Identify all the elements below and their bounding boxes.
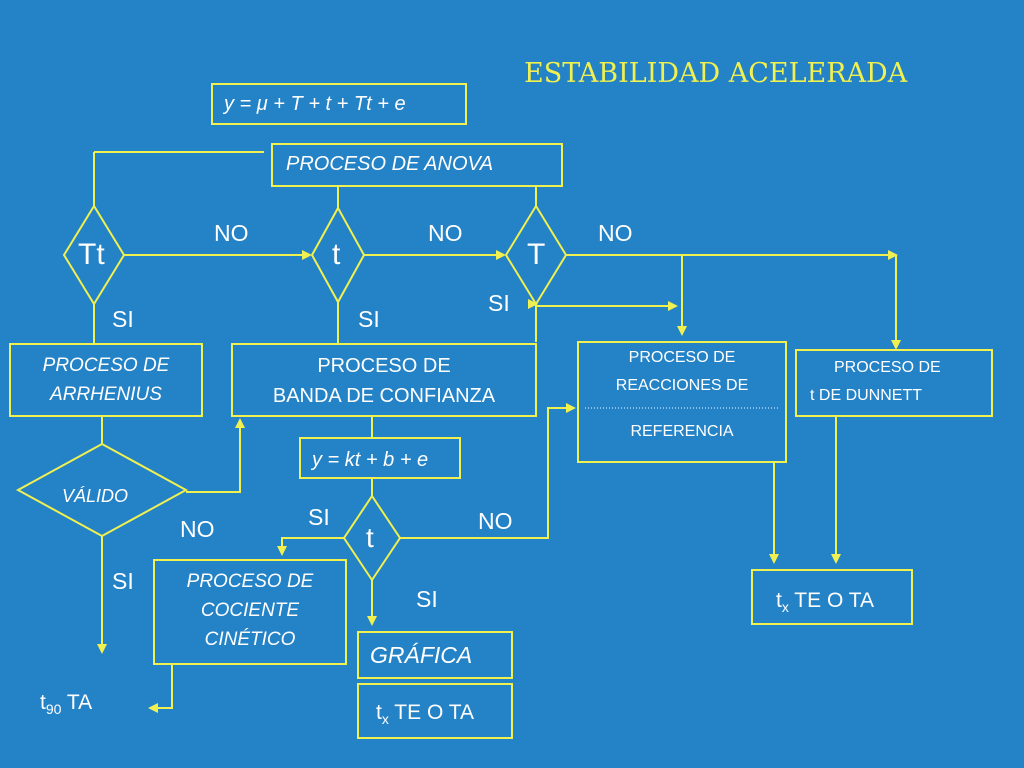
referencia-label: PROCESO DE REACCIONES DE REFERENCIA (615, 349, 749, 440)
tx-right-output: tx TE O TA (776, 589, 875, 616)
model-equation: y = μ + T + t + Tt + e (224, 93, 406, 115)
grafica-box (357, 631, 513, 679)
branch-si: SI (308, 504, 330, 530)
banda-box (231, 343, 537, 417)
grafica-label: GRÁFICA (370, 642, 473, 668)
valido-diamond-label: VÁLIDO (62, 486, 129, 506)
arrow-valido-no (186, 418, 245, 493)
tx-bottom-box (357, 683, 513, 739)
dunnett-label: PROCESO DE t DE DUNNETT (810, 359, 941, 404)
t90-output: t90 TA (40, 691, 93, 718)
cociente-box (153, 559, 347, 665)
T-diamond-label: T (527, 238, 546, 271)
branch-si: SI (112, 306, 134, 332)
model-equation-box (211, 83, 467, 125)
arrhenius-label: PROCESO DE ARRHENIUS (42, 355, 170, 405)
anova-label: PROCESO DE ANOVA (286, 153, 494, 175)
t-second-diamond-label: t (366, 522, 374, 553)
tx-right-box (751, 569, 913, 625)
dunnett-box (795, 349, 993, 417)
branch-si: SI (416, 586, 438, 612)
regression-box (299, 437, 461, 479)
branch-si: SI (488, 290, 510, 316)
branch-no: NO (478, 508, 513, 534)
tx-bottom-output: tx TE O TA (376, 701, 475, 728)
branch-no: NO (428, 220, 463, 246)
arrhenius-box (9, 343, 203, 417)
arrow-t2-no (400, 403, 576, 539)
branch-no: NO (214, 220, 249, 246)
page-title: ESTABILIDAD ACELERADA (524, 58, 908, 89)
arrow-t2-si-left (277, 537, 344, 556)
arrow-cociente-out (148, 664, 173, 713)
branch-si: SI (112, 568, 134, 594)
branch-no: NO (598, 220, 633, 246)
anova-box (271, 143, 563, 187)
regression-equation: y = kt + b + e (312, 449, 429, 471)
referencia-box (577, 341, 787, 463)
branch-si: SI (358, 306, 380, 332)
t-first-diamond-label: t (332, 238, 341, 271)
banda-label: PROCESO DE BANDA DE CONFIANZA (272, 355, 496, 407)
tt-diamond-label: Tt (78, 238, 105, 271)
branch-no: NO (180, 516, 215, 542)
cociente-label: PROCESO DE COCIENTE CINÉTICO (186, 571, 314, 650)
